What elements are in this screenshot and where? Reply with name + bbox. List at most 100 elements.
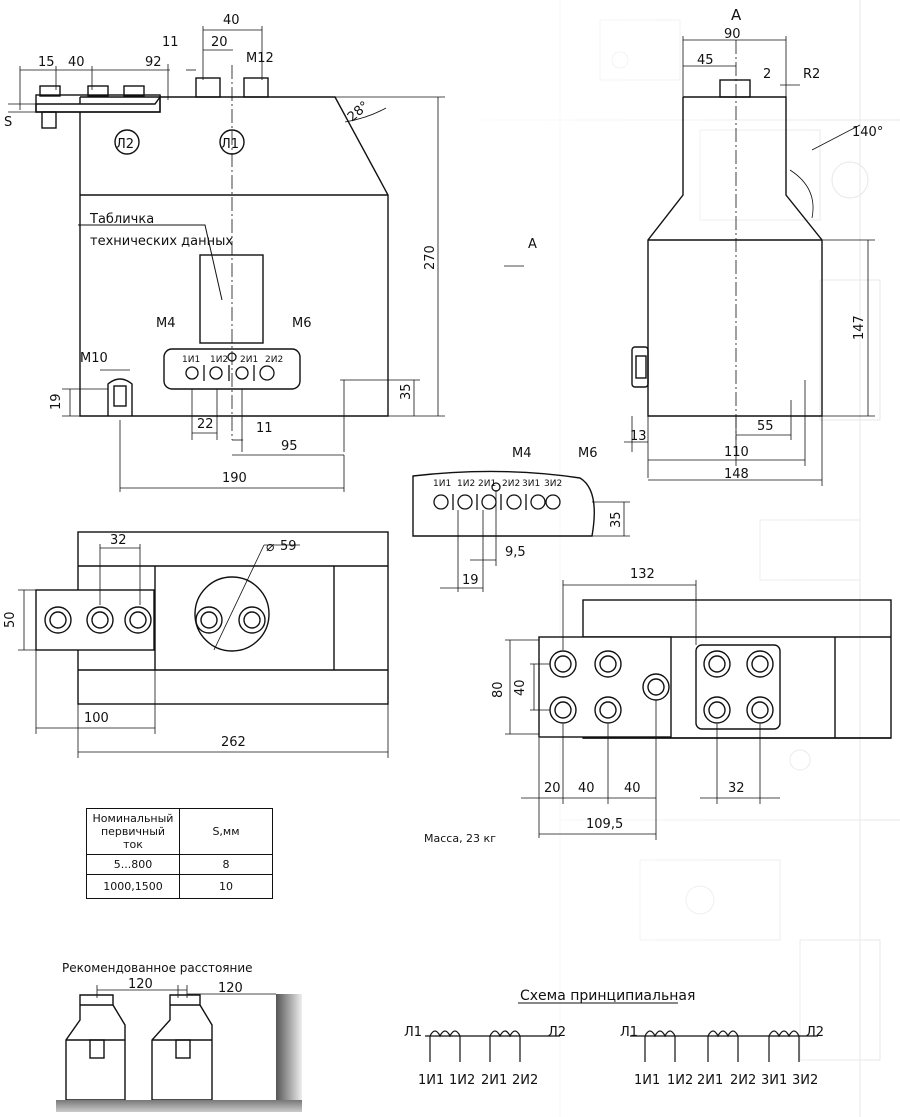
dim-m12: M12 (246, 51, 274, 66)
detail-dim-19: 19 (462, 573, 479, 588)
dim-s: S (4, 115, 12, 130)
dim-92: 92 (145, 55, 162, 70)
table-header-current: Номинальный первичный ток (86, 808, 180, 855)
side-view-title: А (731, 6, 742, 24)
terminal-l2-circle (114, 129, 140, 155)
detail-term-5: 3И1 (522, 479, 540, 489)
dim-110: 110 (724, 445, 749, 460)
dim-35: 35 (399, 383, 414, 400)
dim-20: 20 (211, 35, 228, 50)
recommended-distance (65, 985, 276, 1101)
panel-term-2: 1И2 (210, 355, 228, 365)
top-view (18, 531, 389, 758)
table-header-s: S,мм (179, 808, 273, 855)
side-body-outline (647, 96, 823, 417)
terminal-l1-label: Л1 (221, 137, 239, 152)
schema-left-l2: Л2 (548, 1025, 566, 1040)
side-view (624, 36, 875, 486)
bottom-dim-132: 132 (630, 567, 655, 582)
table-cell-s-1: 10 (179, 874, 273, 899)
bottom-view (505, 580, 892, 840)
svg-text:⌀: ⌀ (266, 539, 275, 555)
schema-left-l1: Л1 (404, 1025, 422, 1040)
front-view (8, 26, 524, 492)
schema-right-t3: 2И1 (697, 1073, 723, 1088)
secondary-panel (163, 348, 301, 390)
recommended-d1: 120 (128, 977, 153, 992)
dim-40b: 40 (223, 13, 240, 28)
nameplate-rect (199, 254, 264, 344)
dim-190: 190 (222, 471, 247, 486)
schematic (425, 1002, 818, 1062)
top-bolts (44, 606, 266, 634)
schema-left-t4: 2И2 (512, 1073, 538, 1088)
schema-right-t4: 2И2 (730, 1073, 756, 1088)
plate-label-1: Табличка (89, 212, 154, 227)
detail-term-6: 3И2 (544, 479, 562, 489)
schema-left-t1: 1И1 (418, 1073, 444, 1088)
schema-right-t6: 3И2 (792, 1073, 818, 1088)
plate-label-2: технических данных (90, 234, 233, 249)
dim-90: 90 (724, 27, 741, 42)
bottom-dim-40a: 40 (578, 781, 595, 796)
dim-22: 22 (197, 417, 214, 432)
dim-148: 148 (724, 467, 749, 482)
schema-right-t1: 1И1 (634, 1073, 660, 1088)
schema-left-t2: 1И2 (449, 1073, 475, 1088)
schema-right-l2: Л2 (806, 1025, 824, 1040)
front-bolts (39, 77, 269, 129)
schema-right-l1: Л1 (620, 1025, 638, 1040)
bottom-dim-40b: 40 (624, 781, 641, 796)
detail-m4: M4 (512, 446, 532, 461)
dim-m10: M10 (80, 351, 108, 366)
current-table: Номинальный первичный ток S,мм 5...800 8… (86, 808, 273, 899)
bottom-dim-20: 20 (544, 781, 561, 796)
bottom-dim-40v: 40 (513, 679, 528, 696)
arrow-a-label: А (528, 237, 537, 252)
dim-140: 140° (852, 125, 883, 140)
top-terminal-disc (194, 576, 270, 652)
schema-right-t5: 3И1 (761, 1073, 787, 1088)
dim-40a: 40 (68, 55, 85, 70)
top-dim-100: 100 (84, 711, 109, 726)
bottom-bolts (549, 650, 774, 724)
top-dim-262: 262 (221, 735, 246, 750)
wall (276, 994, 302, 1100)
detail-dim-9-5: 9,5 (505, 545, 526, 560)
dim-55: 55 (757, 419, 774, 434)
detail-dim-35: 35 (609, 511, 624, 528)
panel-term-1: 1И1 (182, 355, 200, 365)
dim-13: 13 (630, 429, 647, 444)
dim-11a: 11 (162, 35, 179, 50)
detail-m6: M6 (578, 446, 598, 461)
schema-title: Схема принципиальная (520, 988, 695, 1004)
bottom-dim-32: 32 (728, 781, 745, 796)
dim-11b: 11 (256, 421, 273, 436)
table-cell-current-0: 5...800 (86, 854, 180, 875)
recommended-title: Рекомендованное расстояние (62, 961, 253, 975)
bottom-dim-109-5: 109,5 (586, 817, 623, 832)
panel-term-4: 2И2 (265, 355, 283, 365)
dim-95: 95 (281, 439, 298, 454)
detail-term-2: 1И2 (457, 479, 475, 489)
terminal-l2-label: Л2 (116, 137, 134, 152)
top-dim-50: 50 (3, 611, 18, 628)
front-busbar (35, 94, 161, 113)
dim-45: 45 (697, 53, 714, 68)
bottom-dim-80: 80 (491, 681, 506, 698)
dim-r2: R2 (803, 67, 820, 82)
dim-m6: M6 (292, 316, 312, 331)
dim-270: 270 (423, 245, 438, 270)
schema-left-t3: 2И1 (481, 1073, 507, 1088)
recommended-d2: 120 (218, 981, 243, 996)
schema-right-t2: 1И2 (667, 1073, 693, 1088)
table-cell-current-1: 1000,1500 (86, 874, 180, 899)
bottom-busbar (538, 636, 672, 738)
mass-label: Масса, 23 кг (424, 832, 496, 845)
dim-15: 15 (38, 55, 55, 70)
floor (56, 1100, 302, 1112)
panel-detail (412, 470, 630, 592)
dim-m4: M4 (156, 316, 176, 331)
